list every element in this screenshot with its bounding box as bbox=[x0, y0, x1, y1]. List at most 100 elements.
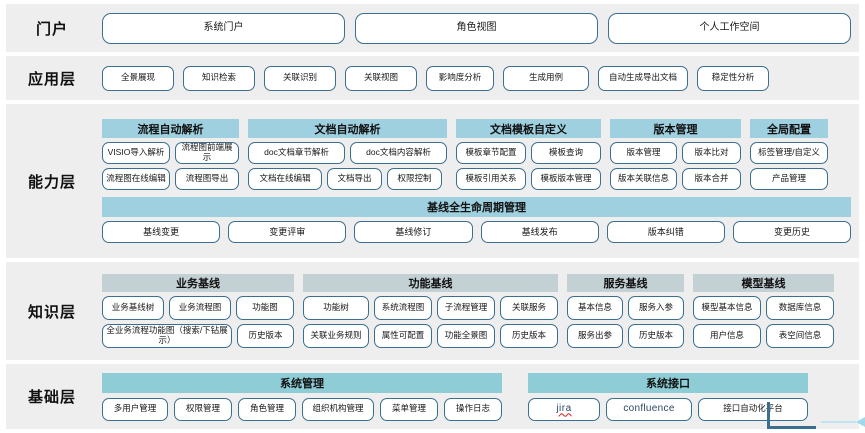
capability-item[interactable]: 流程图在线编辑 bbox=[102, 168, 170, 190]
knowledge-group-container: 业务基线业务基线树业务流程图功能图全业务流程功能图（搜索/下钻展示）历史版本功能… bbox=[98, 274, 851, 348]
capability-item[interactable]: VISIO导入解析 bbox=[102, 142, 170, 164]
application-item[interactable]: 关联识别 bbox=[264, 65, 336, 91]
application-item[interactable]: 生成用例 bbox=[503, 65, 589, 91]
knowledge-item[interactable]: 用户信息 bbox=[693, 324, 761, 348]
application-item[interactable]: 关联视图 bbox=[345, 65, 417, 91]
layer-label-application: 应用层 bbox=[27, 70, 76, 88]
capability-item[interactable]: 模板章节配置 bbox=[456, 142, 526, 164]
knowledge-item-row: 业务基线树业务流程图功能图 bbox=[102, 296, 294, 320]
knowledge-item[interactable]: 基本信息 bbox=[567, 296, 623, 320]
capability-item[interactable]: 流程图前端展示 bbox=[175, 142, 239, 164]
knowledge-item[interactable]: 业务流程图 bbox=[169, 296, 231, 320]
knowledge-item[interactable]: 功能树 bbox=[303, 296, 369, 320]
layer-label-portal: 门户 bbox=[35, 20, 68, 38]
capability-item[interactable]: 标签管理/自定义 bbox=[750, 142, 828, 164]
layer-label-foundation: 基础层 bbox=[27, 389, 76, 406]
foundation-item[interactable]: 接口自动化平台 bbox=[698, 397, 808, 421]
capability-item[interactable]: 文档在线编辑 bbox=[248, 168, 322, 190]
capability-item[interactable]: 权限控制 bbox=[387, 168, 442, 190]
capability-item[interactable]: 文档导出 bbox=[327, 168, 382, 190]
knowledge-group: 业务基线业务基线树业务流程图功能图全业务流程功能图（搜索/下钻展示）历史版本 bbox=[102, 274, 294, 348]
foundation-item[interactable]: confluence bbox=[606, 397, 692, 421]
capability-item-row: 文档在线编辑文档导出权限控制 bbox=[248, 168, 447, 190]
decorative-corner-bracket bbox=[767, 402, 816, 429]
knowledge-item[interactable]: 业务基线树 bbox=[102, 296, 164, 320]
capability-item[interactable]: 版本合并 bbox=[682, 168, 741, 190]
knowledge-item[interactable]: 功能全景图 bbox=[437, 324, 495, 348]
foundation-item[interactable]: jira bbox=[528, 397, 600, 421]
capability-group-header: 文档模板自定义 bbox=[456, 119, 601, 138]
foundation-item[interactable]: 菜单管理 bbox=[380, 397, 438, 421]
knowledge-item[interactable]: 历史版本 bbox=[628, 324, 684, 348]
lifecycle-item[interactable]: 版本纠错 bbox=[606, 221, 725, 243]
capability-item[interactable]: 版本比对 bbox=[682, 142, 741, 164]
layer-label-knowledge: 知识层 bbox=[27, 303, 76, 321]
knowledge-item[interactable]: 服务入参 bbox=[628, 296, 684, 320]
lifecycle-item[interactable]: 基线变更 bbox=[102, 221, 221, 243]
foundation-item[interactable]: 多用户管理 bbox=[102, 397, 168, 421]
knowledge-item[interactable]: 子流程管理 bbox=[437, 296, 495, 320]
knowledge-item[interactable]: 关联服务 bbox=[500, 296, 558, 320]
knowledge-item[interactable]: 属性可配置 bbox=[374, 324, 432, 348]
knowledge-item[interactable]: 功能图 bbox=[236, 296, 294, 320]
capability-item[interactable]: 版本管理 bbox=[610, 142, 677, 164]
portal-item-row: 系统门户角色视图个人工作空间 bbox=[98, 12, 851, 44]
foundation-item[interactable]: 操作日志 bbox=[444, 397, 502, 421]
portal-item[interactable]: 个人工作空间 bbox=[608, 12, 851, 44]
lifecycle-item[interactable]: 变更历史 bbox=[732, 221, 852, 243]
knowledge-item[interactable]: 服务出参 bbox=[567, 324, 623, 348]
knowledge-item[interactable]: 表空间信息 bbox=[766, 324, 834, 348]
lifecycle-header: 基线全生命周期管理 bbox=[102, 197, 851, 217]
portal-item[interactable]: 角色视图 bbox=[355, 12, 598, 44]
knowledge-item[interactable]: 历史版本 bbox=[237, 324, 294, 348]
arrow-line bbox=[821, 421, 856, 423]
capability-item[interactable]: 模板引用关系 bbox=[456, 168, 526, 190]
application-item[interactable]: 知识检索 bbox=[183, 65, 255, 91]
lifecycle-item[interactable]: 基线修订 bbox=[354, 221, 473, 243]
capability-group: 全局配置标签管理/自定义产品管理 bbox=[750, 119, 828, 190]
knowledge-item-row: 全业务流程功能图（搜索/下钻展示）历史版本 bbox=[102, 324, 294, 348]
capability-item[interactable]: doc文档内容解析 bbox=[350, 142, 447, 164]
capability-item[interactable]: 产品管理 bbox=[750, 168, 828, 190]
knowledge-item[interactable]: 系统流程图 bbox=[374, 296, 432, 320]
capability-item-row: VISIO导入解析流程图前端展示 bbox=[102, 142, 239, 164]
capability-item-row: 模板引用关系模板版本管理 bbox=[456, 168, 601, 190]
layer-knowledge: 知识层 业务基线业务基线树业务流程图功能图全业务流程功能图（搜索/下钻展示）历史… bbox=[6, 262, 859, 360]
capability-group-header: 版本管理 bbox=[610, 119, 741, 138]
foundation-item[interactable]: 角色管理 bbox=[238, 397, 296, 421]
application-item[interactable]: 稳定性分析 bbox=[697, 65, 769, 91]
application-item[interactable]: 影响度分析 bbox=[426, 65, 494, 91]
application-item[interactable]: 自动生成导出文档 bbox=[598, 65, 688, 91]
foundation-item[interactable]: 权限管理 bbox=[174, 397, 232, 421]
jira-logo-icon: jira bbox=[556, 403, 572, 415]
knowledge-item[interactable]: 历史版本 bbox=[500, 324, 558, 348]
knowledge-item-row: 服务出参历史版本 bbox=[567, 324, 684, 348]
knowledge-item[interactable]: 数据库信息 bbox=[766, 296, 834, 320]
capability-item[interactable]: 流程图导出 bbox=[175, 168, 239, 190]
capability-item[interactable]: 模板版本管理 bbox=[531, 168, 601, 190]
layer-portal: 门户 系统门户角色视图个人工作空间 bbox=[6, 4, 859, 52]
capability-item[interactable]: 版本关联信息 bbox=[610, 168, 677, 190]
knowledge-item-row: 功能树系统流程图子流程管理关联服务 bbox=[303, 296, 558, 320]
foundation-item[interactable]: 组织机构管理 bbox=[302, 397, 374, 421]
lifecycle-item[interactable]: 基线发布 bbox=[480, 221, 599, 243]
capability-item-row: 标签管理/自定义 bbox=[750, 142, 828, 164]
knowledge-item[interactable]: 全业务流程功能图（搜索/下钻展示） bbox=[102, 324, 232, 348]
application-item[interactable]: 全景展现 bbox=[102, 65, 174, 91]
portal-item[interactable]: 系统门户 bbox=[102, 12, 345, 44]
capability-item[interactable]: 模板查询 bbox=[531, 142, 601, 164]
capability-item[interactable]: doc文档章节解析 bbox=[248, 142, 345, 164]
knowledge-item[interactable]: 模型基本信息 bbox=[693, 296, 761, 320]
capability-item-row: 版本关联信息版本合并 bbox=[610, 168, 741, 190]
knowledge-item-row: 关联业务规则属性可配置功能全景图历史版本 bbox=[303, 324, 558, 348]
edge-arrow-icon bbox=[821, 417, 865, 427]
lifecycle-item[interactable]: 变更评审 bbox=[228, 221, 347, 243]
knowledge-group-header: 服务基线 bbox=[567, 274, 684, 292]
knowledge-item[interactable]: 关联业务规则 bbox=[303, 324, 369, 348]
